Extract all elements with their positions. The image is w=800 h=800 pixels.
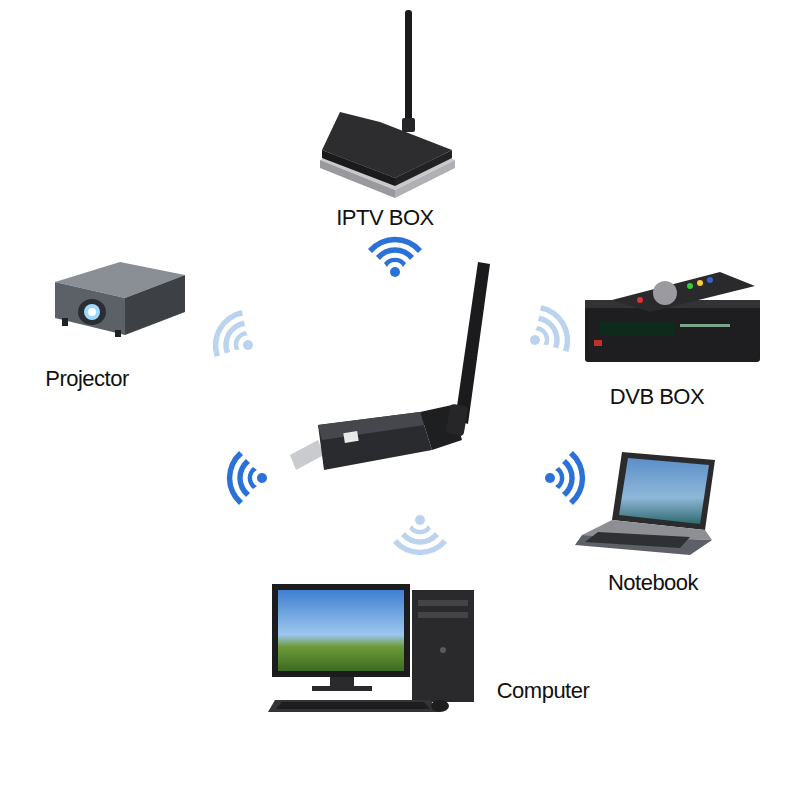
device-label: Notebook	[608, 570, 698, 596]
wifi-symbol	[545, 451, 585, 505]
device-label: Projector	[45, 366, 129, 392]
router-picture	[320, 10, 455, 198]
projector-picture	[55, 262, 185, 337]
wifi-symbol	[393, 515, 447, 555]
device-label: IPTV BOX	[336, 205, 433, 231]
dvb-box-picture	[585, 272, 760, 362]
notebook-picture	[575, 452, 715, 555]
usb-adapter-picture	[290, 262, 490, 470]
wifi-symbol	[204, 304, 266, 371]
wifi-symbol	[227, 451, 267, 505]
wifi-symbol	[517, 299, 579, 366]
device-label: DVB BOX	[610, 384, 704, 410]
device-label: Computer	[497, 678, 590, 704]
wifi-symbol	[368, 237, 422, 277]
computer-picture	[268, 584, 474, 712]
